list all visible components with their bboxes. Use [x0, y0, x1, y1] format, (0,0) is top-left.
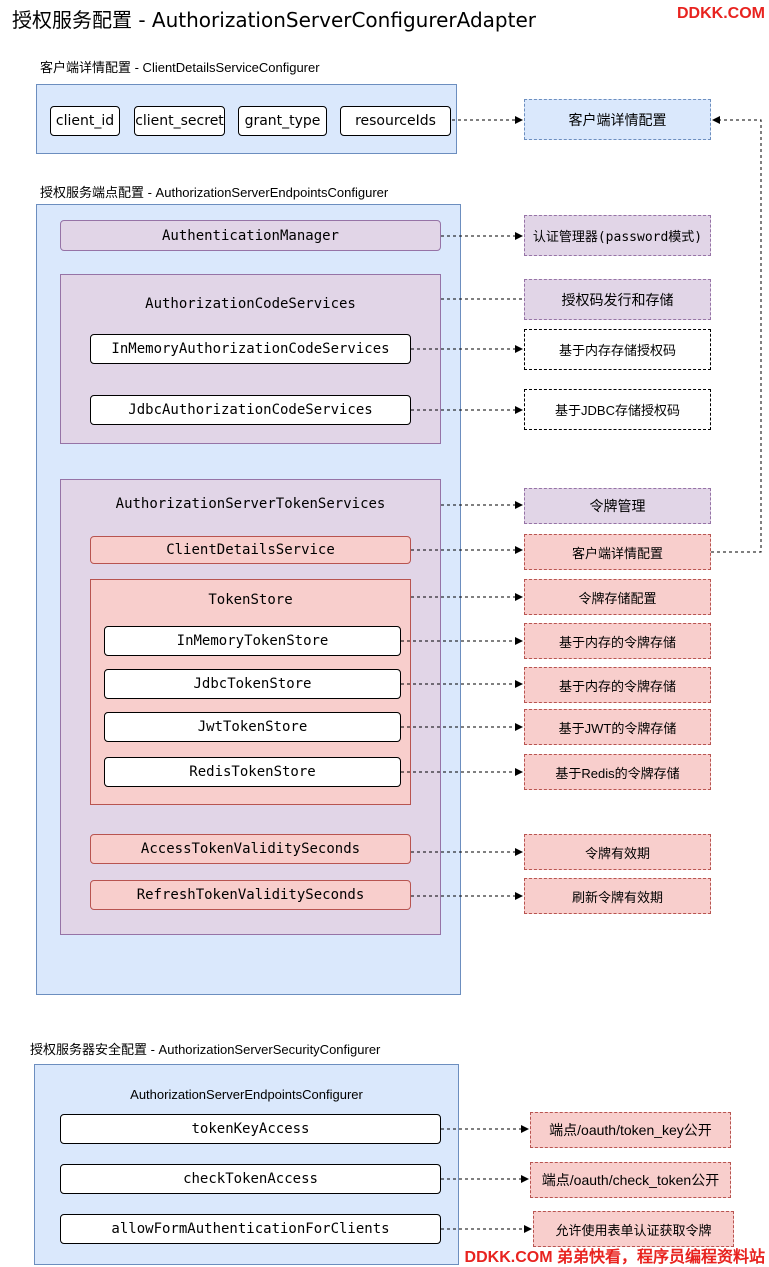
token-services-title: AuthorizationServerTokenServices [115, 496, 386, 512]
jwt-token-store-box: JwtTokenStore [104, 712, 401, 742]
note-jdbc-token-store: 基于内存的令牌存储 [524, 667, 711, 703]
token-key-access-box: tokenKeyAccess [60, 1114, 441, 1144]
watermark-bottom: DDKK.COM 弟弟快看，程序员编程资料站 [464, 1249, 765, 1266]
token-store-title: TokenStore [208, 592, 293, 608]
note-inmemory-token-store: 基于内存的令牌存储 [524, 623, 711, 659]
note-code-services: 授权码发行和存储 [524, 279, 711, 320]
note-jdbc-code: 基于JDBC存储授权码 [524, 389, 711, 430]
access-validity-box: AccessTokenValiditySeconds [90, 834, 411, 864]
client-details-service-box: ClientDetailsService [90, 536, 411, 564]
jdbc-token-store-box: JdbcTokenStore [104, 669, 401, 699]
note-client-details: 客户端详情配置 [524, 99, 711, 140]
note-check-token-access: 端点/oauth/check_token公开 [530, 1162, 731, 1198]
note-authentication-manager: 认证管理器(password模式) [524, 215, 711, 256]
watermark-top: DDKK.COM [677, 5, 765, 22]
inmemory-code-services-box: InMemoryAuthorizationCodeServices [90, 334, 411, 364]
note-refresh-validity: 刷新令牌有效期 [524, 878, 711, 914]
field-client-id: client_id [50, 106, 120, 136]
jdbc-code-services-box: JdbcAuthorizationCodeServices [90, 395, 411, 425]
note-jwt-token-store: 基于JWT的令牌存储 [524, 709, 711, 745]
note-allow-form-auth: 允许使用表单认证获取令牌 [533, 1211, 734, 1247]
field-client-secret: client_secret [134, 106, 225, 136]
note-token-key-access: 端点/oauth/token_key公开 [530, 1112, 731, 1148]
note-token-services: 令牌管理 [524, 488, 711, 524]
note-token-store: 令牌存储配置 [524, 579, 711, 615]
note-inmemory-code: 基于内存存储授权码 [524, 329, 711, 370]
field-resource-ids: resourceIds [340, 106, 451, 136]
note-redis-token-store: 基于Redis的令牌存储 [524, 754, 711, 790]
security-section-label: 授权服务器安全配置 - AuthorizationServerSecurityC… [30, 1042, 381, 1057]
note-client-details-service: 客户端详情配置 [524, 534, 711, 570]
endpoints-section-label: 授权服务端点配置 - AuthorizationServerEndpointsC… [40, 185, 389, 200]
arrow-client-details-loop [711, 116, 762, 553]
authentication-manager-box: AuthenticationManager [60, 220, 441, 251]
security-panel-title: AuthorizationServerEndpointsConfigurer [130, 1087, 363, 1102]
field-grant-type: grant_type [238, 106, 327, 136]
diagram-title: 授权服务配置 - AuthorizationServerConfigurerAd… [12, 8, 536, 32]
refresh-validity-box: RefreshTokenValiditySeconds [90, 880, 411, 910]
code-services-title: AuthorizationCodeServices [145, 296, 356, 312]
inmemory-token-store-box: InMemoryTokenStore [104, 626, 401, 656]
allow-form-auth-box: allowFormAuthenticationForClients [60, 1214, 441, 1244]
check-token-access-box: checkTokenAccess [60, 1164, 441, 1194]
note-access-validity: 令牌有效期 [524, 834, 711, 870]
client-section-label: 客户端详情配置 - ClientDetailsServiceConfigurer [40, 60, 320, 75]
redis-token-store-box: RedisTokenStore [104, 757, 401, 787]
